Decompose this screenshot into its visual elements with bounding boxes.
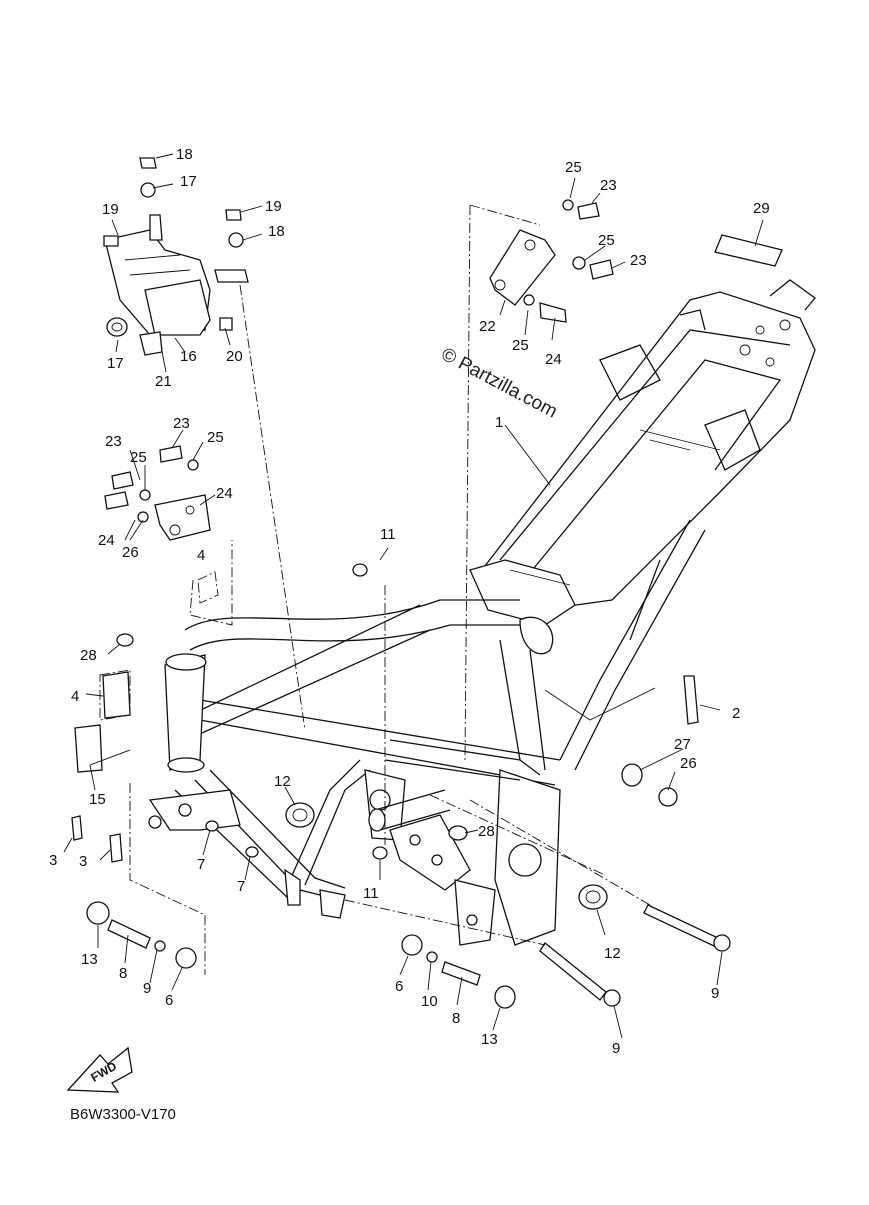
- callout-25b: 25: [598, 232, 615, 249]
- callout-29: 29: [753, 200, 770, 217]
- callout-25d: 25: [207, 429, 224, 446]
- callout-24a: 24: [545, 351, 562, 368]
- callout-20: 21: [155, 373, 172, 390]
- callout-8b: 10: [421, 993, 438, 1010]
- fwd-arrow-icon: FWD: [66, 1046, 133, 1093]
- callout-13a: 13: [81, 951, 98, 968]
- callout-28a: 28: [80, 647, 97, 664]
- battery-box-assembly: [103, 214, 249, 356]
- callout-19b: 20: [226, 348, 243, 365]
- callout-24b: 24: [98, 532, 115, 549]
- callout-3b: 3: [79, 853, 87, 870]
- callout-11b: 11: [363, 885, 379, 902]
- small-parts: [71, 157, 783, 1009]
- callout-3a: 3: [49, 852, 57, 869]
- callout-25a: 25: [565, 159, 582, 176]
- callout-17a: 17: [180, 173, 197, 190]
- callout-10: 9: [612, 1040, 620, 1057]
- callout-15: 16: [180, 348, 197, 365]
- callout-23d: 23: [105, 433, 122, 450]
- callout-5b: 6: [395, 978, 403, 995]
- callout-23c: 23: [173, 415, 190, 432]
- callout-25c: 25: [512, 337, 529, 354]
- callout-6b: 7: [237, 878, 245, 895]
- callout-16: 17: [107, 355, 124, 372]
- callout-22: 24: [216, 485, 233, 502]
- main-frame: [99, 279, 816, 946]
- drawing-code: B6W3300-V170: [70, 1106, 176, 1123]
- callout-labels: 18 17 19 19 18 17 16 20 21 25 23 25 23 2…: [49, 146, 770, 1057]
- callout-21: 22: [479, 318, 496, 335]
- callout-6a: 7: [197, 856, 205, 873]
- callout-7a: 8: [119, 965, 127, 982]
- callout-4b: 4: [71, 688, 79, 705]
- callout-28b: 28: [478, 823, 495, 840]
- callout-2: 2: [732, 705, 740, 722]
- callout-26: 26: [680, 755, 697, 772]
- callout-11a: 11: [380, 526, 396, 543]
- callout-25e: 25: [130, 449, 147, 466]
- callout-25f: 26: [122, 544, 139, 561]
- callout-23a: 23: [600, 177, 617, 194]
- callout-12b: 12: [604, 945, 621, 962]
- callout-18b: 19: [265, 198, 282, 215]
- watermark-text: © Partzilla.com: [438, 344, 561, 423]
- leader-lines: [63, 153, 764, 1039]
- callout-17b: 18: [268, 223, 285, 240]
- callout-9: 9: [711, 985, 719, 1002]
- callout-23b: 23: [630, 252, 647, 269]
- callout-12a: 12: [274, 773, 291, 790]
- callout-1: 1: [495, 414, 503, 431]
- callout-5a: 6: [165, 992, 173, 1009]
- callout-27: 27: [674, 736, 691, 753]
- callout-13b: 13: [481, 1031, 498, 1048]
- callout-14: 15: [89, 791, 106, 808]
- callout-18a: 18: [176, 146, 193, 163]
- callout-7b: 8: [452, 1010, 460, 1027]
- callout-4a: 4: [197, 547, 205, 564]
- callout-19a: 19: [102, 201, 119, 218]
- callout-8a: 9: [143, 980, 151, 997]
